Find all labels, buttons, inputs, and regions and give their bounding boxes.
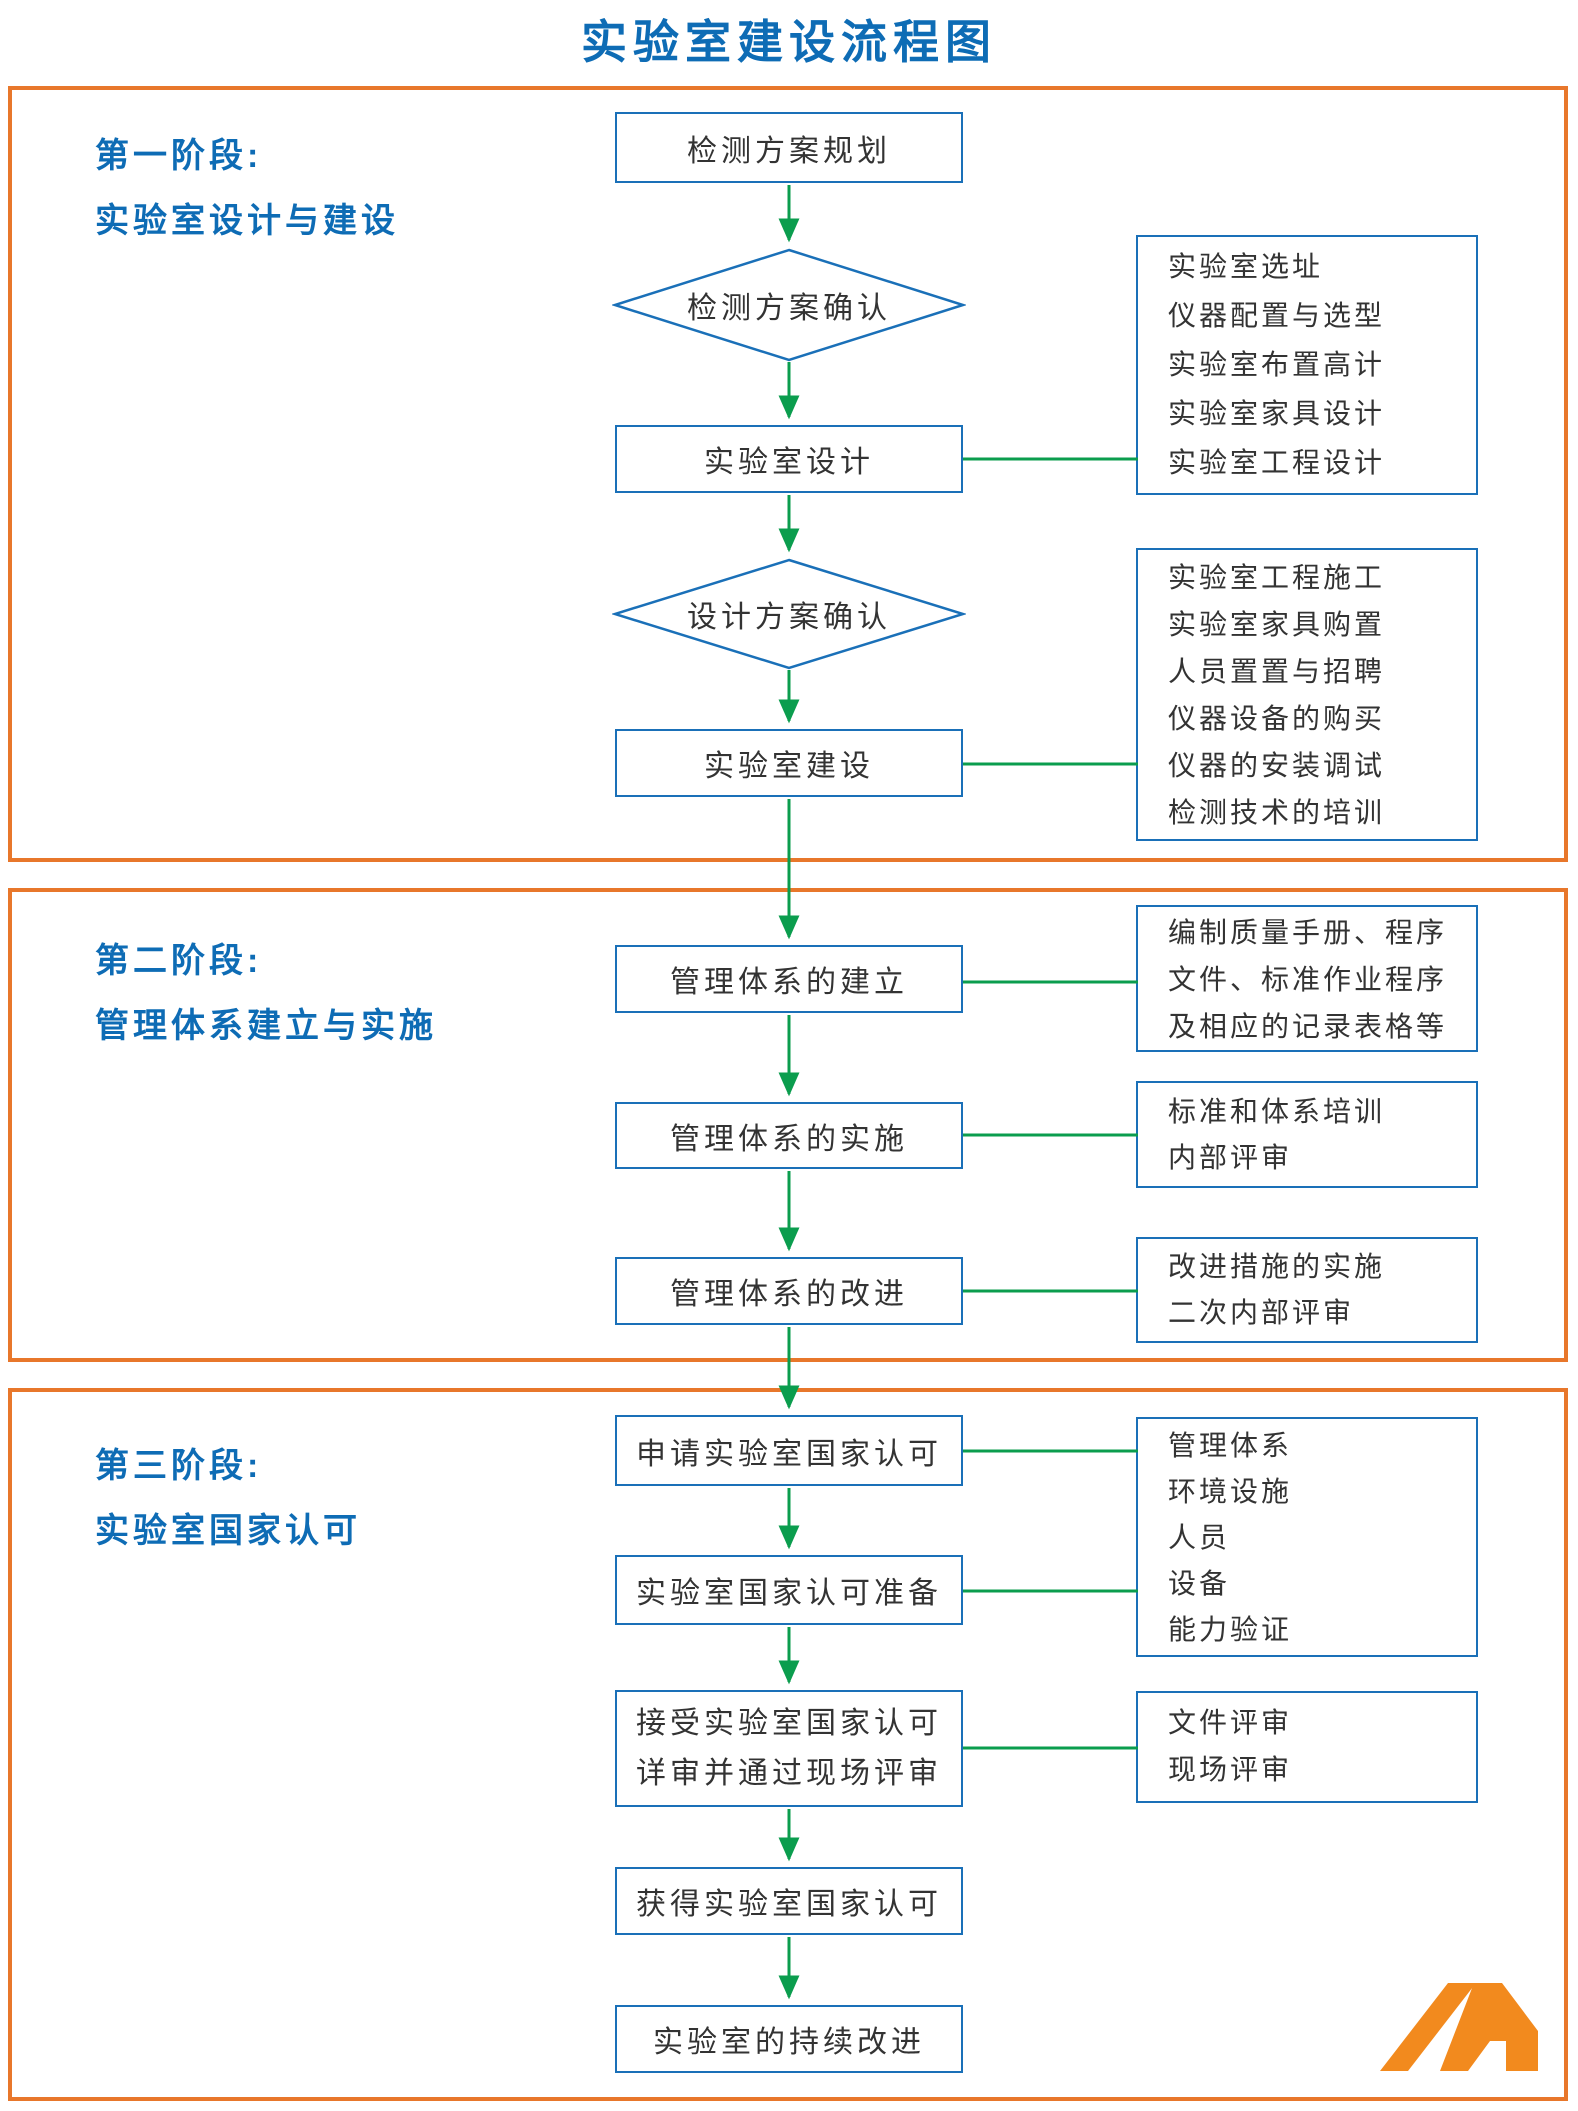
decision-label: 设计方案确认	[687, 601, 891, 634]
side-note-line: 编制质量手册、程序	[1168, 917, 1448, 948]
process-box-system-establish: 管理体系的建立	[615, 945, 963, 1013]
side-note-line: 仪器配置与选型	[1168, 300, 1386, 331]
side-note-line: 能力验证	[1168, 1614, 1293, 1645]
side-note-line: 标准和体系培训	[1168, 1096, 1386, 1127]
stage-3-label-line2: 实验室国家认可	[95, 1512, 361, 1550]
side-note-line: 内部评审	[1168, 1142, 1293, 1173]
stage-2-label-line1: 第二阶段:	[95, 942, 263, 980]
process-box-line1: 接受实验室国家认可	[636, 1706, 942, 1740]
process-box-system-implement: 管理体系的实施	[615, 1102, 963, 1169]
page-title: 实验室建设流程图	[581, 16, 997, 68]
decision-label: 检测方案确认	[687, 292, 891, 325]
stage-3-label-line1: 第三阶段:	[95, 1447, 263, 1485]
side-note-line: 实验室工程施工	[1168, 562, 1386, 593]
side-note-line: 环境设施	[1168, 1476, 1293, 1507]
diamond-shape	[612, 558, 966, 670]
process-box-system-improve: 管理体系的改进	[615, 1257, 963, 1325]
side-note-line: 二次内部评审	[1168, 1297, 1355, 1328]
side-note-line: 实验室布置高计	[1168, 349, 1386, 380]
side-note-line: 人员置置与招聘	[1168, 656, 1386, 687]
side-note-line: 实验室家具设计	[1168, 398, 1386, 429]
side-note-line: 现场评审	[1168, 1754, 1293, 1785]
side-note-design-items: 实验室选址 仪器配置与选型 实验室布置高计 实验室家具设计 实验室工程设计	[1136, 235, 1478, 495]
side-note-line: 管理体系	[1168, 1430, 1293, 1461]
side-note-line: 实验室工程设计	[1168, 447, 1386, 478]
side-note-line: 及相应的记录表格等	[1168, 1011, 1448, 1042]
side-note-line: 设备	[1168, 1568, 1231, 1599]
side-note-accreditation-items: 管理体系 环境设施 人员 设备 能力验证	[1136, 1417, 1478, 1657]
logo-m-icon	[1380, 1983, 1538, 2071]
process-box-accept-review: 接受实验室国家认可 详审并通过现场评审	[615, 1690, 963, 1807]
process-box-obtain-accreditation: 获得实验室国家认可	[615, 1867, 963, 1935]
side-note-line: 改进措施的实施	[1168, 1251, 1386, 1282]
diamond-shape	[612, 248, 966, 362]
process-box-accreditation-prepare: 实验室国家认可准备	[615, 1555, 963, 1625]
side-note-line: 仪器设备的购买	[1168, 703, 1386, 734]
side-note-improve-review: 改进措施的实施 二次内部评审	[1136, 1237, 1478, 1343]
process-box-build: 实验室建设	[615, 729, 963, 797]
side-note-line: 文件、标准作业程序	[1168, 964, 1448, 995]
decision-plan-confirm: 检测方案确认	[612, 248, 966, 362]
process-box-apply-accreditation: 申请实验室国家认可	[615, 1415, 963, 1486]
side-note-line: 实验室选址	[1168, 251, 1324, 282]
side-note-line: 文件评审	[1168, 1707, 1293, 1738]
process-box-plan: 检测方案规划	[615, 112, 963, 183]
process-box-continuous-improve: 实验室的持续改进	[615, 2005, 963, 2073]
process-box-line2: 详审并通过现场评审	[636, 1756, 942, 1790]
stage-1-label-line1: 第一阶段:	[95, 137, 263, 175]
side-note-review-types: 文件评审 现场评审	[1136, 1691, 1478, 1803]
side-note-system-docs: 编制质量手册、程序 文件、标准作业程序 及相应的记录表格等	[1136, 905, 1478, 1052]
side-note-training-review: 标准和体系培训 内部评审	[1136, 1081, 1478, 1188]
side-note-build-items: 实验室工程施工 实验室家具购置 人员置置与招聘 仪器设备的购买 仪器的安装调试 …	[1136, 548, 1478, 841]
stage-2-label-line2: 管理体系建立与实施	[95, 1007, 437, 1045]
side-note-line: 仪器的安装调试	[1168, 750, 1386, 781]
side-note-line: 实验室家具购置	[1168, 609, 1386, 640]
side-note-line: 人员	[1168, 1522, 1231, 1553]
side-note-line: 检测技术的培训	[1168, 797, 1386, 828]
process-box-design: 实验室设计	[615, 425, 963, 493]
stage-1-label-line2: 实验室设计与建设	[95, 202, 399, 240]
decision-design-confirm: 设计方案确认	[612, 558, 966, 670]
